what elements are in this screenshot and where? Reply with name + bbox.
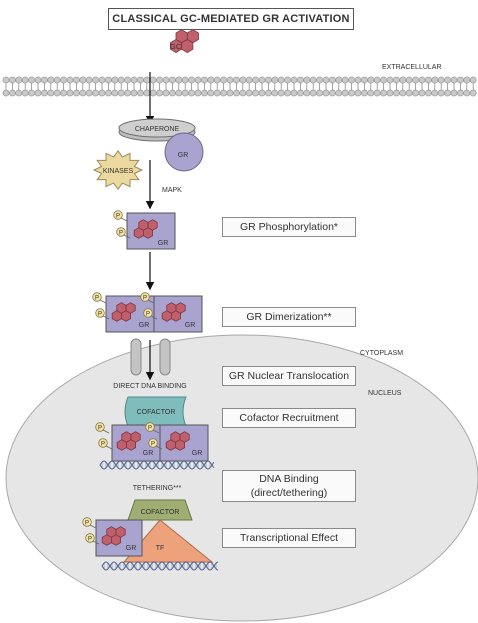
gr-tethered: GR [95, 519, 143, 557]
svg-text:P: P [98, 425, 102, 431]
svg-text:P: P [143, 295, 147, 301]
cofactor-teal: COFACTOR [124, 396, 187, 427]
gc-label: GC [170, 42, 182, 51]
stage-nuclear-translocation: GR Nuclear Translocation [222, 366, 356, 386]
nuclear-pore [130, 338, 171, 376]
gr-dimer-bound: GR GR [111, 424, 209, 462]
svg-text:P: P [146, 311, 150, 317]
gr-phosphorylated: GR [126, 212, 176, 250]
cell-membrane [2, 76, 477, 97]
stage-dimerization: GR Dimerization** [222, 307, 356, 327]
stage-transcriptional-effect-text: Transcriptional Effect [239, 532, 339, 544]
chaperone-label: CHAPERONE [135, 126, 180, 133]
dna-helix-1 [99, 460, 215, 470]
phospho-dimer: P P P P [92, 292, 158, 320]
phospho-p1: PP [113, 210, 131, 239]
stage-dna-binding-line1: DNA Binding [259, 473, 319, 485]
extracellular-label: EXTRACELLULAR [382, 64, 442, 71]
svg-text:P: P [98, 311, 102, 317]
svg-text:GR: GR [192, 450, 203, 457]
kinases-label: KINASES [103, 168, 134, 175]
svg-text:GR: GR [158, 240, 169, 247]
gc-molecule [170, 29, 199, 53]
cofactor-green: COFACTOR [127, 499, 193, 521]
svg-text:P: P [148, 425, 152, 431]
svg-text:P: P [95, 295, 99, 301]
stage-dna-binding-line2: (direct/tethering) [250, 487, 328, 499]
direct-dna-binding-label: DIRECT DNA BINDING [113, 383, 186, 390]
svg-text:GR: GR [143, 450, 154, 457]
cytoplasm-label: CYTOPLASM [360, 350, 403, 357]
svg-text:P: P [151, 441, 155, 447]
svg-text:P: P [116, 213, 120, 219]
gr-receptor-circle [164, 132, 204, 172]
svg-text:COFACTOR: COFACTOR [141, 509, 180, 516]
svg-text:P: P [88, 536, 92, 542]
phospho-tethered: PP [82, 517, 100, 545]
stage-transcriptional-effect: Transcriptional Effect [222, 528, 356, 548]
svg-text:P: P [101, 441, 105, 447]
stage-cofactor-recruitment-text: Cofactor Recruitment [239, 412, 339, 424]
svg-text:GR: GR [126, 545, 137, 552]
stage-cofactor-recruitment: Cofactor Recruitment [222, 408, 356, 428]
dna-helix-2 [101, 561, 219, 571]
stage-dimerization-text: GR Dimerization** [246, 311, 332, 323]
svg-text:GR: GR [185, 322, 196, 329]
mapk-label: MAPK [162, 187, 182, 194]
phospho-bound: P P P P [95, 422, 163, 450]
svg-text:GR: GR [139, 322, 150, 329]
tethering-label: TETHERING*** [133, 485, 182, 492]
svg-text:P: P [85, 520, 89, 526]
stage-dna-binding: DNA Binding (direct/tethering) [222, 470, 356, 502]
nucleus-label: NUCLEUS [368, 390, 402, 397]
kinases-star: KINASES [92, 149, 144, 191]
svg-text:P: P [119, 230, 123, 236]
stage-phosphorylation-text: GR Phosphorylation* [239, 221, 339, 233]
stage-nuclear-translocation-text: GR Nuclear Translocation [228, 370, 350, 382]
svg-text:TF: TF [156, 545, 165, 552]
gr-label-1: GR [178, 152, 189, 159]
diagram-title: CLASSICAL GC-MEDIATED GR ACTIVATION [108, 8, 354, 30]
svg-text:COFACTOR: COFACTOR [137, 409, 176, 416]
gr-dimer: GR GR [105, 295, 203, 333]
chaperone-gr-complex: CHAPERONE GR [118, 118, 204, 172]
stage-phosphorylation: GR Phosphorylation* [222, 217, 356, 237]
